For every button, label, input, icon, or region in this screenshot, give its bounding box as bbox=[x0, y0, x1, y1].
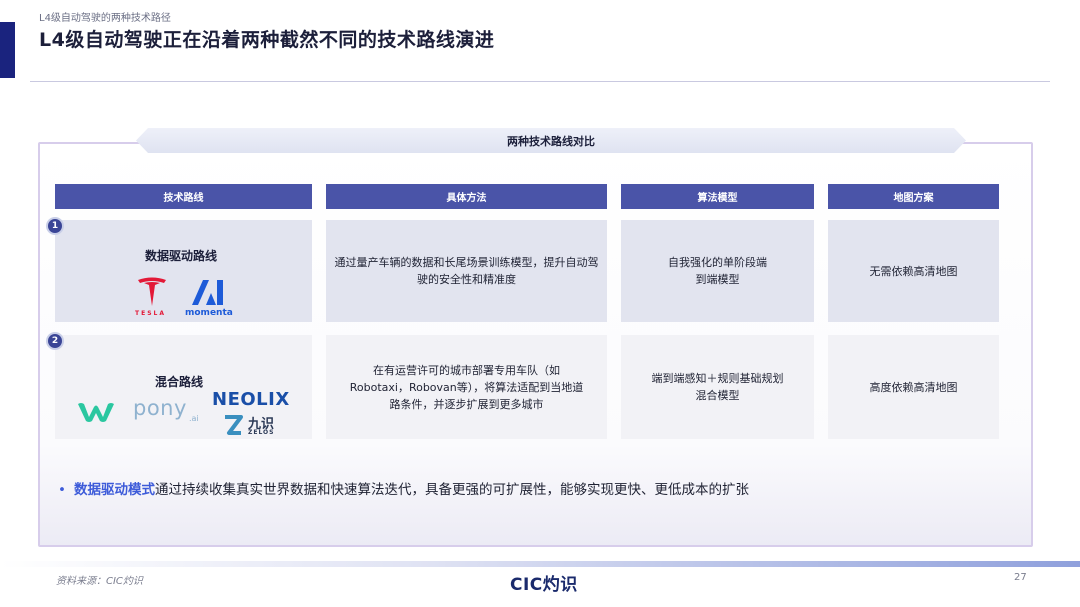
pony-wordmark: pony bbox=[133, 396, 187, 420]
table-row-1-route-cell bbox=[55, 220, 312, 322]
summary-text: 通过持续收集真实世界数据和快速算法迭代，具备更强的可扩展性，能够实现更快、更低成… bbox=[154, 482, 749, 498]
zelos-logo-icon bbox=[225, 415, 243, 435]
route-name: 混合路线 bbox=[155, 375, 204, 389]
column-header-map: 地图方案 bbox=[828, 184, 999, 209]
pony-ai-suffix: .ai bbox=[189, 414, 199, 423]
table-row-2-model-cell: 端到端感知＋规则基础规划混合模型 bbox=[621, 335, 814, 439]
tesla-wordmark: TESLA bbox=[135, 310, 166, 317]
table-row-2-method-cell: 在有运营许可的城市部署专用车队（如Robotaxi，Robovan等），将算法适… bbox=[326, 335, 607, 439]
neolix-wordmark: NEOLIX bbox=[212, 389, 290, 410]
column-header-method: 具体方法 bbox=[326, 184, 607, 209]
momenta-logo-icon bbox=[192, 280, 223, 305]
table-row-1-method-cell: 通过量产车辆的数据和长尾场景训练模型，提升自动驾驶的安全性和精准度 bbox=[326, 220, 607, 322]
column-header-route: 技术路线 bbox=[55, 184, 312, 209]
row-number-badge: 2 bbox=[48, 334, 62, 348]
table-row-2-route-cell bbox=[55, 335, 312, 439]
tesla-logo-icon bbox=[138, 277, 166, 306]
column-header-model: 算法模型 bbox=[621, 184, 814, 209]
comparison-banner: 两种技术路线对比 bbox=[136, 128, 966, 153]
table-row-2-map-cell: 高度依赖高清地图 bbox=[828, 335, 999, 439]
brand-logo: CIC灼识 bbox=[510, 575, 578, 595]
w-logo-icon bbox=[78, 403, 114, 422]
table-row-1-map-cell: 无需依赖高清地图 bbox=[828, 220, 999, 322]
summary-note: • 数据驱动模式通过持续收集真实世界数据和快速算法迭代，具备更强的可扩展性，能够实… bbox=[58, 478, 749, 498]
summary-emphasis: 数据驱动模式 bbox=[73, 482, 155, 498]
table-row-1-model-cell: 自我强化的单阶段端到端模型 bbox=[621, 220, 814, 322]
zelos-wordmark: ZELOS bbox=[248, 429, 275, 436]
page-number: 27 bbox=[1014, 572, 1027, 583]
zelos-chinese-wordmark: 九识 bbox=[248, 417, 275, 432]
slide-subtitle: L4级自动驾驶的两种技术路径 bbox=[39, 13, 171, 24]
title-divider bbox=[30, 81, 1050, 82]
source-note: 资料来源：CIC灼识 bbox=[56, 576, 143, 587]
footer-divider bbox=[0, 561, 1080, 567]
momenta-wordmark: momenta bbox=[185, 308, 233, 318]
route-name: 数据驱动路线 bbox=[145, 249, 218, 263]
accent-bar bbox=[0, 22, 15, 78]
slide-title: L4级自动驾驶正在沿着两种截然不同的技术路线演进 bbox=[39, 29, 495, 51]
bullet-icon: • bbox=[58, 482, 66, 498]
row-number-badge: 1 bbox=[48, 219, 62, 233]
